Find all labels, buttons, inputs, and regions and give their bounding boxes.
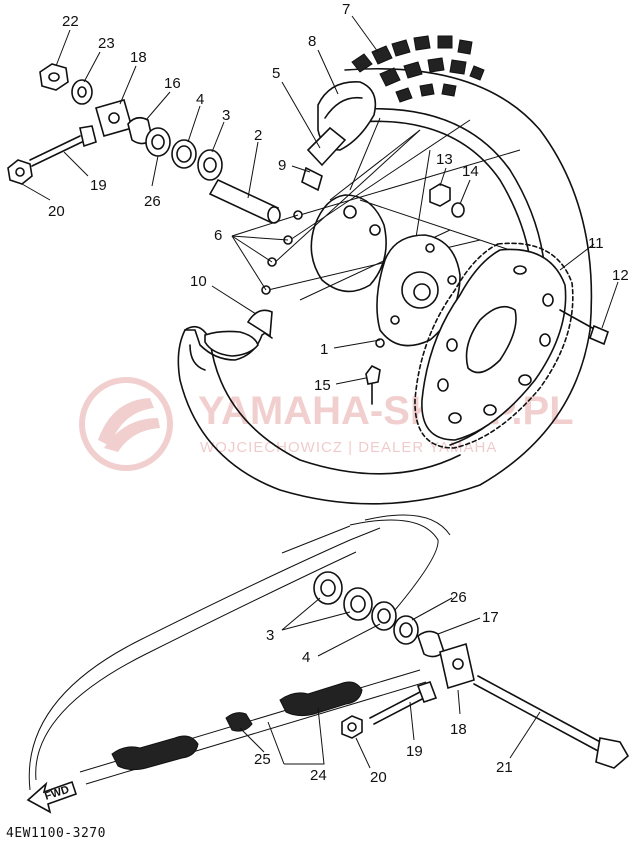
callout-20: 20	[48, 203, 65, 220]
callout-26-lower: 26	[450, 589, 467, 606]
watermark-logo-icon	[79, 377, 173, 471]
callout-19-lower: 19	[406, 743, 423, 760]
callout-16: 16	[164, 75, 181, 92]
callout-22: 22	[62, 13, 79, 30]
callout-3-lower: 3	[266, 627, 274, 644]
callout-4-lower: 4	[302, 649, 310, 666]
callout-20-lower: 20	[370, 769, 387, 786]
callout-14: 14	[462, 163, 479, 180]
callout-10: 10	[190, 273, 207, 290]
callout-26: 26	[144, 193, 161, 210]
callout-19: 19	[90, 177, 107, 194]
callout-11: 11	[588, 235, 604, 252]
callout-15: 15	[314, 377, 331, 394]
callout-9: 9	[278, 157, 286, 174]
callout-2: 2	[254, 127, 262, 144]
callout-21: 21	[496, 759, 513, 776]
tire-tread	[351, 35, 485, 103]
callout-12: 12	[612, 267, 629, 284]
callout-4: 4	[196, 91, 204, 108]
callout-6: 6	[214, 227, 222, 244]
chain-assembly: FWD	[26, 514, 451, 814]
callout-18-lower: 18	[450, 721, 467, 738]
callout-7: 7	[342, 1, 350, 18]
callout-13: 13	[436, 151, 453, 168]
callout-23: 23	[98, 35, 115, 52]
chain-links	[111, 681, 363, 771]
leader-lines	[21, 15, 619, 769]
axle-parts-lower	[313, 571, 630, 769]
rear-sprocket	[414, 242, 574, 449]
callout-labels: 22 23 18 16 4 3 2 26 19 20 5 8 7 9 6 10 …	[48, 1, 629, 786]
callout-17: 17	[482, 609, 499, 626]
axle-parts-upper	[7, 63, 609, 405]
callout-1: 1	[320, 341, 328, 358]
watermark-subtitle: WOJCIECHOWICZ | DEALER YAMAHA	[200, 439, 497, 456]
callout-5: 5	[272, 65, 280, 82]
fwd-arrow-icon: FWD	[26, 780, 78, 814]
callout-8: 8	[308, 33, 316, 50]
callout-25: 25	[254, 751, 271, 768]
callout-18: 18	[130, 49, 147, 66]
callout-3: 3	[222, 107, 230, 124]
callout-24: 24	[310, 767, 327, 784]
part-code: 4EW1100-3270	[6, 826, 106, 841]
